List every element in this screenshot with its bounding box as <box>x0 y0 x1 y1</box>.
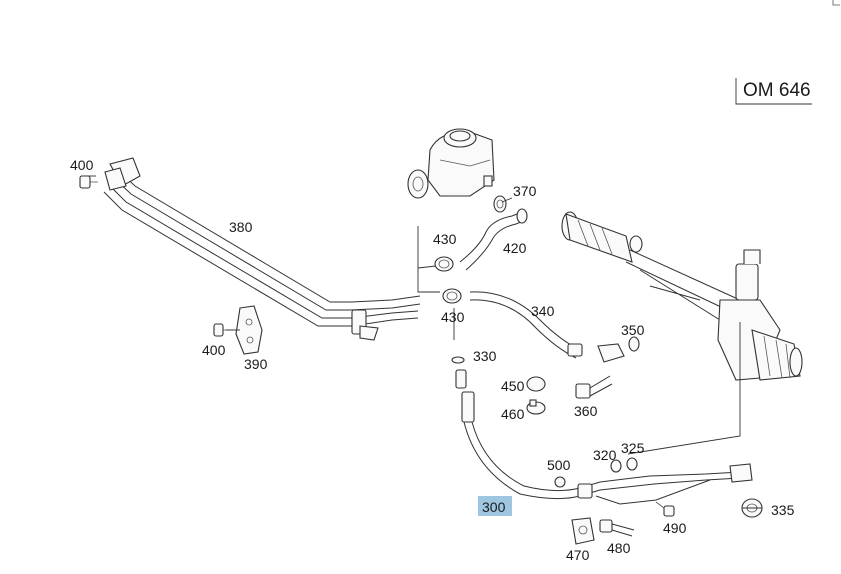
pressure-hose-300[interactable] <box>455 369 753 505</box>
label-320: 320 <box>593 447 617 463</box>
label-330: 330 <box>473 348 497 364</box>
clamp-460[interactable] <box>526 399 546 415</box>
label-470: 470 <box>566 547 590 563</box>
label-420: 420 <box>503 240 527 256</box>
label-300: 300 <box>482 499 506 515</box>
leader-lines <box>86 175 762 509</box>
suction-hose-420[interactable] <box>459 208 528 271</box>
label-340: 340 <box>531 303 555 319</box>
corner-mark-icon <box>832 0 840 6</box>
label-430-upper: 430 <box>433 231 457 247</box>
bracket-390[interactable] <box>235 305 263 355</box>
bolt-490[interactable] <box>655 501 675 517</box>
label-450: 450 <box>501 378 525 394</box>
label-430-lower: 430 <box>441 309 465 325</box>
label-400-upper: 400 <box>70 157 94 173</box>
label-350: 350 <box>621 322 645 338</box>
clamp-430-lower[interactable] <box>442 288 462 304</box>
bolt-500[interactable] <box>554 476 566 488</box>
label-390: 390 <box>244 356 268 372</box>
bolt-360[interactable] <box>575 375 613 399</box>
label-500: 500 <box>547 457 571 473</box>
label-400-lower: 400 <box>202 342 226 358</box>
cooler-line-380[interactable] <box>103 157 421 341</box>
seal-320[interactable] <box>610 459 622 473</box>
label-490: 490 <box>663 520 687 536</box>
label-335: 335 <box>771 502 795 518</box>
seal-325[interactable] <box>626 457 638 471</box>
bolt-400-upper[interactable] <box>79 175 98 189</box>
label-480: 480 <box>607 540 631 556</box>
clamp-430-upper[interactable] <box>434 256 454 272</box>
label-380: 380 <box>229 219 253 235</box>
seal-370[interactable] <box>493 195 507 213</box>
seal-330[interactable] <box>451 356 465 364</box>
engine-code: OM 646 <box>743 80 811 101</box>
seal-350[interactable] <box>628 336 640 352</box>
return-hose-340[interactable] <box>469 291 583 359</box>
label-360: 360 <box>574 403 598 419</box>
label-460: 460 <box>501 406 525 422</box>
clamp-450[interactable] <box>526 376 546 392</box>
bolt-480[interactable] <box>599 519 635 537</box>
clip-470[interactable] <box>571 517 595 545</box>
power-steering-pump[interactable] <box>407 128 495 199</box>
steering-rack[interactable] <box>561 211 803 381</box>
part-labels: 400 380 400 390 370 430 420 430 340 350 … <box>70 157 795 563</box>
highlight-box <box>478 496 512 516</box>
highlighted-part-300[interactable]: 300 <box>478 496 512 516</box>
engine-code-box: OM 646 <box>735 78 812 105</box>
label-325: 325 <box>621 440 645 456</box>
fitting-350[interactable] <box>597 343 625 363</box>
label-370: 370 <box>513 183 537 199</box>
